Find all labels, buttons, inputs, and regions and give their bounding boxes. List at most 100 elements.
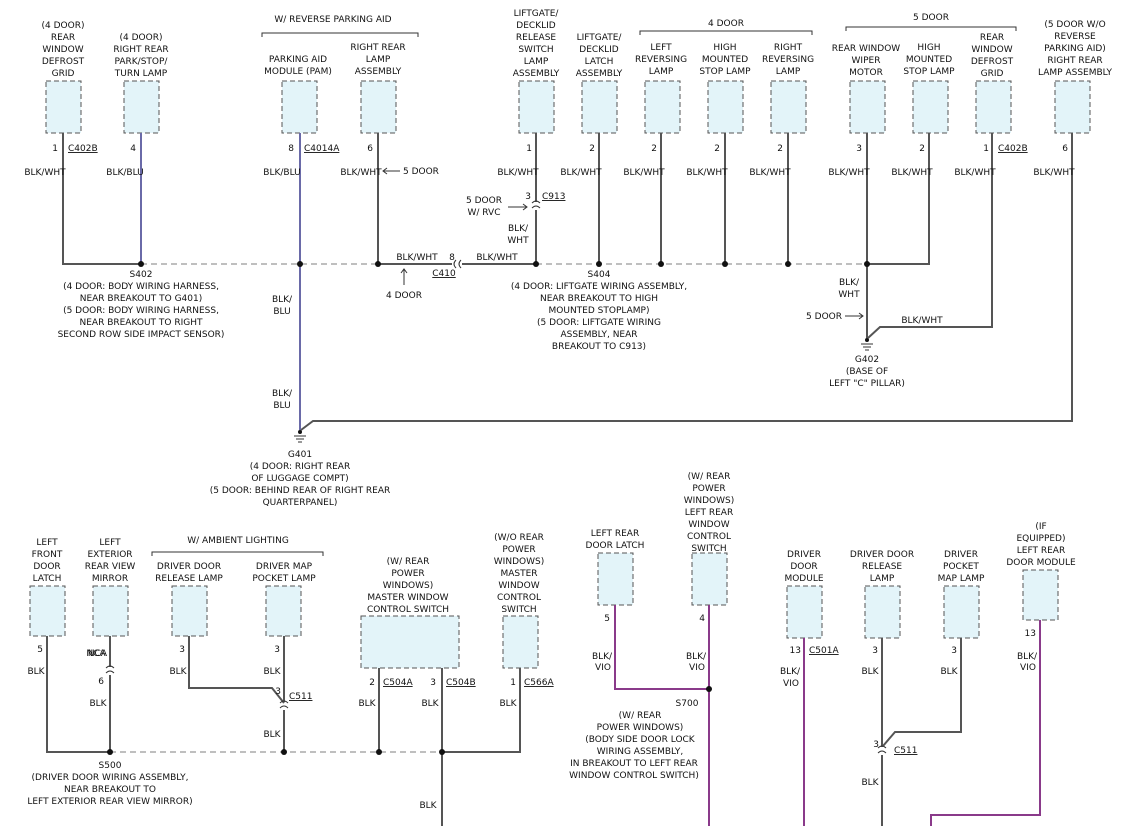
wire-label: BLK xyxy=(169,667,187,677)
pin-number: 2 xyxy=(369,678,375,688)
group-label-four-door: 4 DOOR xyxy=(708,19,744,29)
arrow-five-door-rvc xyxy=(508,203,528,211)
pin-number: 2 xyxy=(651,144,657,154)
group-brace-ambient-lighting: W/ AMBIENT LIGHTING xyxy=(151,536,324,556)
connector-id: C504B xyxy=(446,678,476,688)
connector-id: C4014A xyxy=(304,144,340,154)
component-left-front-door-latch xyxy=(29,585,66,637)
wire-label: BLK xyxy=(27,667,45,677)
pin-number: 3 xyxy=(274,645,280,655)
component-rear-window-defrost-grid-5door xyxy=(975,80,1012,134)
arrow-four-door xyxy=(400,268,408,285)
group-brace-four-door: 4 DOOR xyxy=(639,19,813,35)
connector-c511: C511 xyxy=(289,692,312,702)
component-left-rear-door-module xyxy=(1022,569,1059,621)
splice-dot xyxy=(376,749,382,755)
pin-number: 13 xyxy=(1025,629,1036,639)
connector-id: C566A xyxy=(524,678,554,688)
wire-label: BLK/WHT xyxy=(24,168,66,178)
splice-s500 xyxy=(107,749,113,755)
connector-c511: C511 xyxy=(894,746,917,756)
pin-number: 3 xyxy=(275,687,281,697)
wire-label: BLK xyxy=(89,699,107,709)
wire-blk xyxy=(442,668,521,753)
splice-dot xyxy=(785,261,791,267)
note-five-door: 5 DOOR xyxy=(806,312,842,322)
note-four-door: 4 DOOR xyxy=(386,291,422,301)
pin-number: 2 xyxy=(714,144,720,154)
arrow-five-door xyxy=(382,167,400,175)
component-liftgate-release-switch-lamp xyxy=(518,80,555,134)
wire-label: NCA xyxy=(86,649,106,659)
wire-label: BLK xyxy=(940,667,958,677)
component-master-window-control-switch xyxy=(360,615,460,669)
component-right-rear-lamp-assembly-5door xyxy=(1054,80,1091,134)
wire-blk-wht xyxy=(300,133,1073,431)
component-high-mounted-stop-lamp-4door xyxy=(707,80,744,134)
ground-g402-symbol xyxy=(861,338,873,351)
wire-label: BLK xyxy=(499,699,517,709)
component-right-rear-park-stop-turn-lamp xyxy=(123,80,160,134)
wire-label: BLK/VIO xyxy=(686,652,707,673)
connector-c913-mark xyxy=(531,200,541,209)
pin-number: 2 xyxy=(919,144,925,154)
splice-s402 xyxy=(138,261,144,267)
wire-label: BLK/WHT xyxy=(954,168,996,178)
wire-label: BLK/WHT xyxy=(901,316,943,326)
wire-blk xyxy=(46,636,110,753)
wire-label: BLK/WHT xyxy=(838,278,860,300)
wire-label: BLK/VIO xyxy=(1017,652,1038,673)
wire-label: BLK/WHT xyxy=(476,253,518,263)
wire-label: BLK/WHT xyxy=(891,168,933,178)
group-label-five-door: 5 DOOR xyxy=(913,13,949,23)
wire-label: BLK/WHT xyxy=(507,224,529,246)
splice-s404-label: S404 xyxy=(588,270,611,280)
splice-dot xyxy=(281,749,287,755)
wire-blk xyxy=(882,638,962,747)
component-driver-door-module xyxy=(786,585,823,639)
wire-blk-vio xyxy=(614,605,709,690)
wire-label: BLK xyxy=(263,667,281,677)
pin-number: 6 xyxy=(1062,144,1068,154)
wire-label: BLK/BLU xyxy=(272,389,293,411)
connector-id: C402B xyxy=(68,144,98,154)
splice-s500-description: (DRIVER DOOR WIRING ASSEMBLY,NEAR BREAKO… xyxy=(27,773,192,807)
component-rear-window-defrost-grid-4door xyxy=(45,80,82,134)
wire-blk-vio xyxy=(930,620,1041,826)
wire-label: BLK/WHT xyxy=(340,168,382,178)
pin-number: 4 xyxy=(699,614,705,624)
pin-number: 13 xyxy=(790,646,801,656)
wire-label: BLK/BLU xyxy=(106,168,143,178)
component-driver-pocket-map-lamp xyxy=(943,585,980,639)
pin-number: 2 xyxy=(589,144,595,154)
wire-label: BLK/WHT xyxy=(396,253,438,263)
pin-number: 1 xyxy=(510,678,516,688)
connector-id: C402B xyxy=(998,144,1028,154)
component-driver-door-release-lamp-2 xyxy=(864,585,901,639)
connector-c511-left-mark xyxy=(279,700,289,709)
wire-label: BLK/WHT xyxy=(1033,168,1075,178)
wire-label: BLK/BLU xyxy=(272,295,293,317)
wire-label: BLK xyxy=(419,801,437,811)
wire-label: BLK/WHT xyxy=(623,168,665,178)
pin-number: 3 xyxy=(951,646,957,656)
arrow-five-door-g402 xyxy=(845,312,864,320)
splice-s402-label: S402 xyxy=(130,270,153,280)
connector-mirror-mark xyxy=(105,665,115,674)
splice-dot xyxy=(297,261,303,267)
